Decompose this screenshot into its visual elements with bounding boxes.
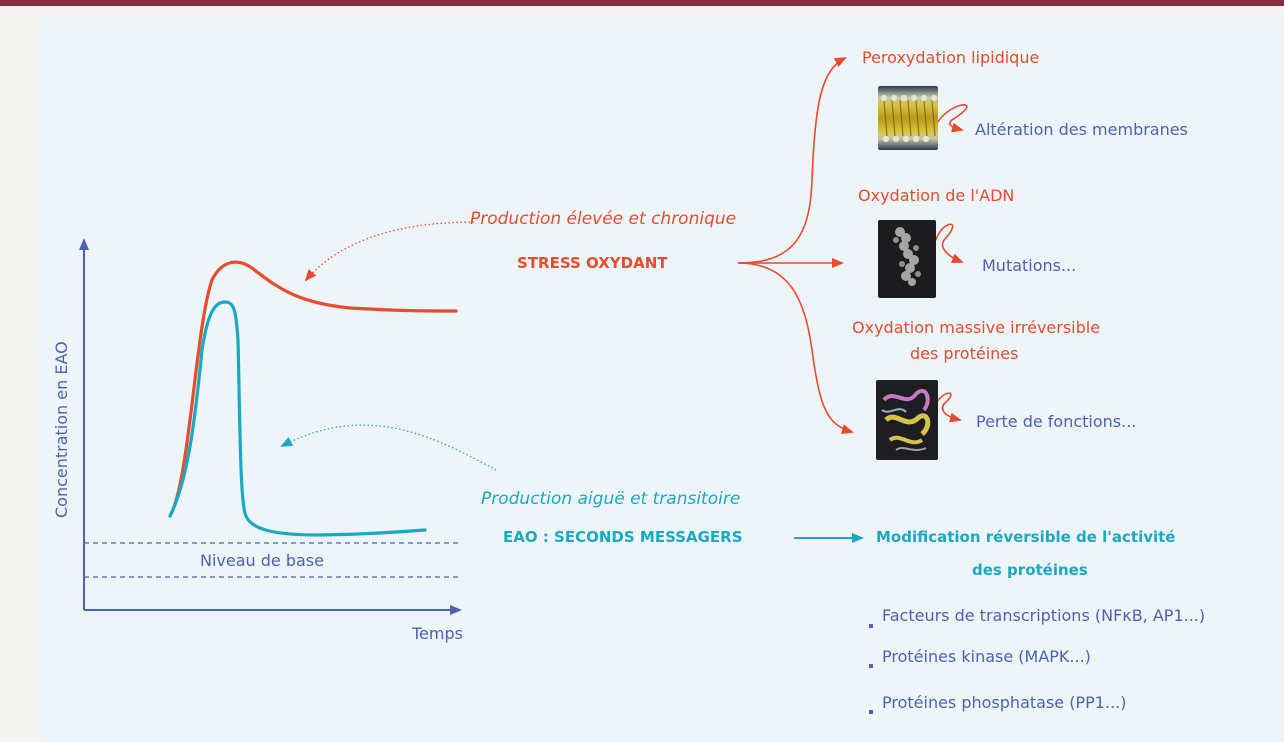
x-axis-label: Temps [412,624,463,643]
hook-arrow-mutations [935,223,964,264]
protein-list-item: Protéines phosphatase (PP1...) [882,693,1127,712]
messenger-result-line2: des protéines [972,561,1088,579]
bullet-2 [869,664,873,668]
protein-structure-image [876,380,938,460]
figure-panel [36,18,1284,742]
outcome-cause-proteins-line1: Oxydation massive irréversible [852,318,1101,337]
hook-arrow-membranes [937,104,968,133]
stress-pointer-arrow [304,221,475,282]
dna-image [878,220,936,298]
messenger-result-line1: Modification réversible de l'activité [876,528,1176,546]
messenger-curve [168,300,427,537]
messenger-pointer-arrow [280,424,497,471]
outcome-cause-proteins-line2: des protéines [910,344,1019,363]
protein-list-item: Protéines kinase (MAPK...) [882,647,1091,666]
outcome-effect-membranes: Altération des membranes [975,120,1188,139]
hook-arrow-functions [933,392,962,423]
protein-list-item: Facteurs de transcriptions (NFκB, AP1...… [882,606,1206,625]
bullet-3 [869,710,873,714]
messenger-production-label: Production aiguë et transitoire [481,489,741,509]
outcome-effect-functions: Perte de fonctions... [976,412,1137,431]
stress-curve [168,260,458,518]
bullet-1 [869,624,873,628]
stress-title: STRESS OXYDANT [517,254,668,272]
outcome-cause-dna: Oxydation de l'ADN [858,186,1015,205]
baseline-label: Niveau de base [200,551,324,570]
outcome-cause-peroxidation: Peroxydation lipidique [862,48,1040,67]
branch-arrow-proteins [737,262,854,434]
outcome-effect-mutations: Mutations... [982,256,1077,275]
top-rule [0,0,1284,6]
branch-arrow-peroxidation [737,57,847,264]
lipid-membrane-image [878,86,938,150]
messenger-title: EAO : SECONDS MESSAGERS [503,528,743,546]
stress-production-label: Production élevée et chronique [470,209,737,229]
y-axis-label: Concentration en EAO [52,341,71,518]
